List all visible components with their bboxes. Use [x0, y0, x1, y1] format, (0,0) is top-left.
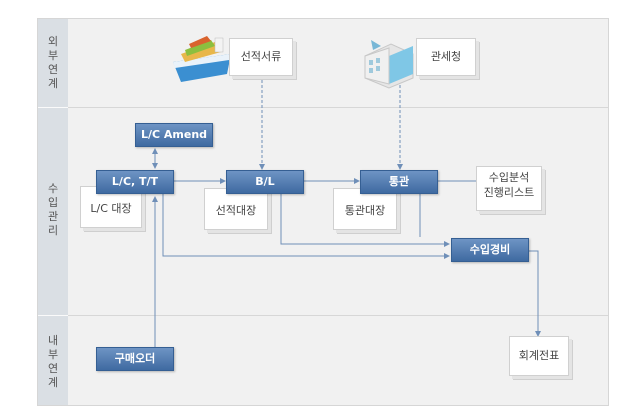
shipping-documents-label: 선적서류	[240, 50, 282, 63]
purchase-order-box: 구매오더	[96, 347, 174, 371]
lane-divider	[68, 315, 608, 316]
shipping-ledger-node: 선적대장	[204, 188, 268, 230]
customs-office-label: 관세청	[430, 50, 462, 63]
accounting-slip-node: 회계전표	[509, 336, 569, 376]
lane-external: 외부연계	[38, 19, 608, 107]
shipping-documents-node: 선적서류	[229, 38, 293, 76]
import-analysis-node: 수입분석 진행리스트	[476, 166, 542, 211]
shipping-ledger-label: 선적대장	[215, 204, 257, 217]
lane-divider	[68, 107, 608, 108]
customs-building-icon	[364, 40, 414, 89]
lane-import-label: 수입관리	[47, 182, 59, 237]
lc-tt-box: L/C, T/T	[96, 170, 174, 194]
import-expense-box: 수입경비	[451, 238, 529, 262]
customs-office-node: 관세청	[416, 38, 476, 76]
lane-internal-label: 내부연계	[47, 334, 59, 389]
import-analysis-label-line1: 수입분석	[488, 171, 530, 184]
connector-expense-to-slip	[528, 250, 541, 337]
cargo-ship-icon	[173, 36, 231, 82]
connector-lc-to-expense	[162, 194, 450, 259]
lc-amend-box: L/C Amend	[135, 123, 213, 147]
customs-clearance-box: 통관	[360, 170, 438, 194]
import-analysis-label-line2: 진행리스트	[483, 186, 535, 199]
connector-bl-to-expense	[280, 194, 450, 247]
lc-ledger-label: L/C 대장	[90, 202, 132, 215]
clearance-ledger-label: 통관대장	[344, 204, 386, 217]
bl-box: B/L	[226, 170, 304, 194]
clearance-ledger-node: 통관대장	[333, 188, 397, 230]
accounting-slip-label: 회계전표	[518, 349, 560, 362]
lane-external-label: 외부연계	[47, 35, 59, 90]
